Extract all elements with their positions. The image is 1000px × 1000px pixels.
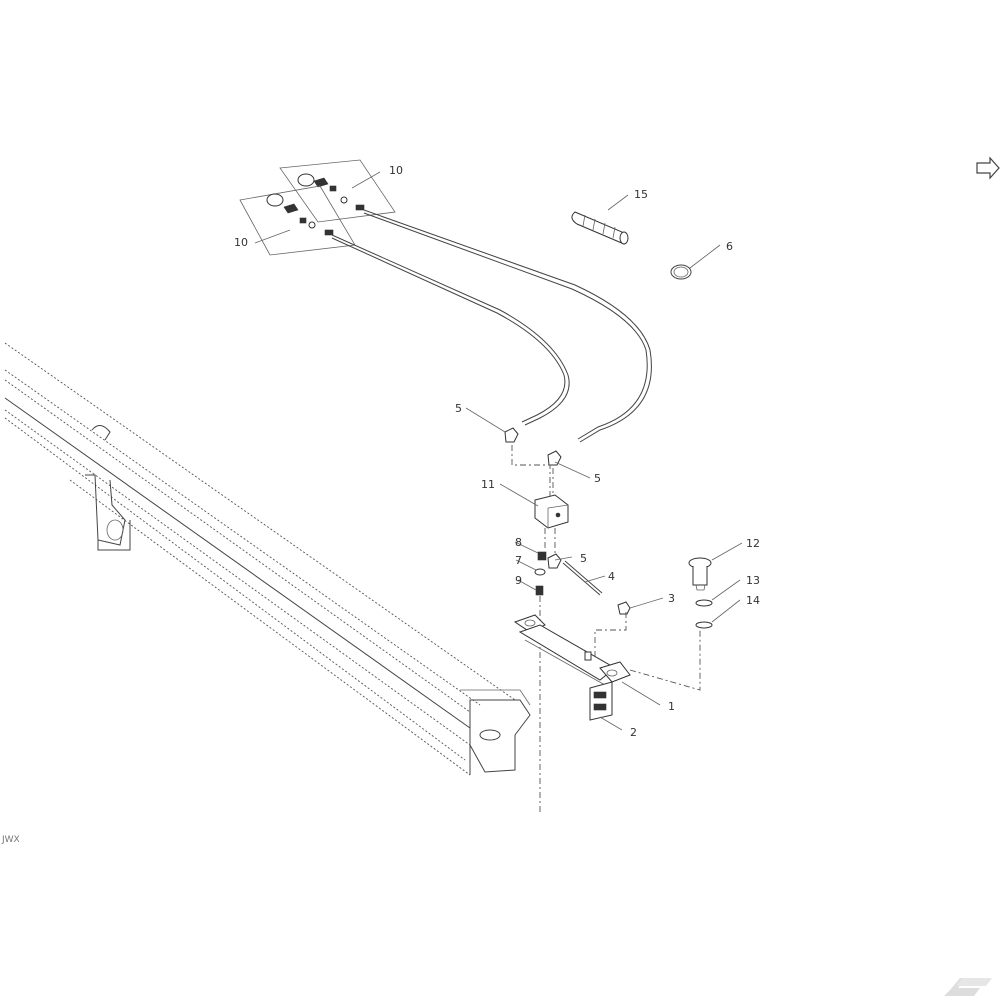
callout-11: 11 <box>481 478 495 491</box>
callout-labels: 10 10 15 6 5 5 11 8 5 7 4 9 3 12 13 14 1… <box>234 164 760 739</box>
callout-10-upper: 10 <box>389 164 403 177</box>
hydraulic-cylinder <box>513 614 631 686</box>
callout-1: 1 <box>668 700 675 713</box>
callout-12: 12 <box>746 537 760 550</box>
brand-logo-icon <box>944 978 992 996</box>
pivot-pin <box>688 557 712 591</box>
leader-lines <box>254 171 743 731</box>
boom-beam <box>4 342 531 776</box>
elbow-fitting-right <box>547 450 562 466</box>
callout-2: 2 <box>630 726 637 739</box>
callout-5-top: 5 <box>455 402 462 415</box>
corner-text: JWX <box>1 835 20 845</box>
callout-5-right: 5 <box>594 472 601 485</box>
adapter-fitting <box>537 551 547 561</box>
washer <box>534 568 546 576</box>
callout-5-center: 5 <box>580 552 587 565</box>
valve-block <box>534 494 569 529</box>
callout-4: 4 <box>608 570 615 583</box>
callout-6: 6 <box>726 240 733 253</box>
nipple-fitting <box>535 585 544 596</box>
hose-kit-lower <box>239 185 570 426</box>
callout-7: 7 <box>515 554 522 567</box>
callout-13: 13 <box>746 574 760 587</box>
clamp-ring <box>670 264 692 280</box>
handle-grip <box>571 211 629 245</box>
next-page-arrow-icon[interactable] <box>976 156 1000 180</box>
elbow-fitting-3 <box>617 601 631 615</box>
connecting-tube <box>562 560 603 596</box>
callout-3: 3 <box>668 592 675 605</box>
elbow-fitting-center <box>547 553 562 569</box>
elbow-fitting-left <box>504 427 519 443</box>
callout-9: 9 <box>515 574 522 587</box>
hose-kit-upper <box>279 159 652 443</box>
washer-13 <box>695 599 713 607</box>
callout-15: 15 <box>634 188 648 201</box>
warning-decal <box>589 681 613 721</box>
callout-14: 14 <box>746 594 760 607</box>
washer-14 <box>695 621 713 629</box>
callout-10-lower: 10 <box>234 236 248 249</box>
callout-8: 8 <box>515 536 522 549</box>
